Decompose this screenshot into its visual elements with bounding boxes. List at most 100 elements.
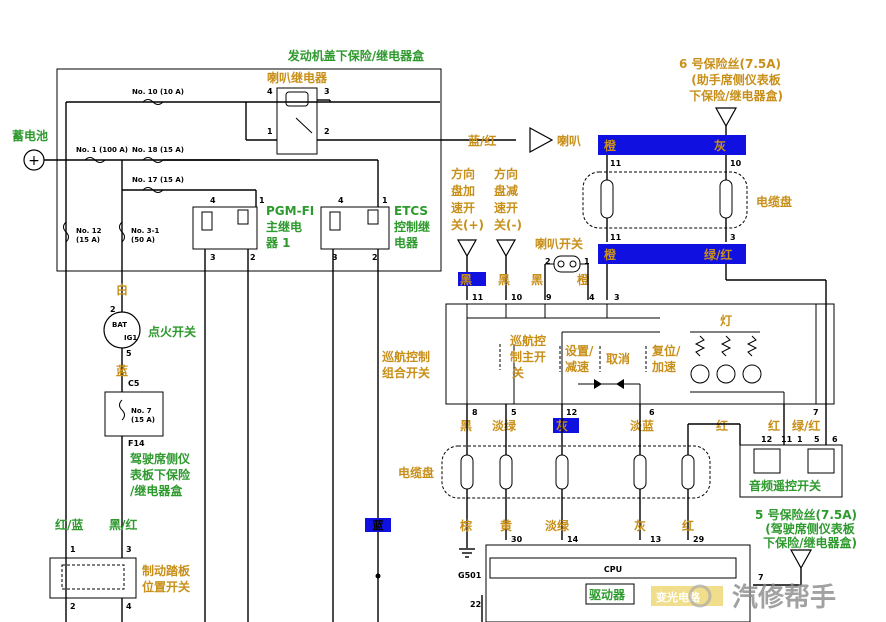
fuse6-label-1: 6 号保险丝(7.5A): [679, 56, 781, 71]
combo-pin7: 7: [813, 408, 819, 417]
cpu-pin30: 30: [511, 535, 523, 544]
wire-green-red-mid: 绿/红: [704, 247, 732, 262]
wire-red-r: 红: [768, 418, 780, 433]
wire-orange-4: 橙: [577, 272, 590, 287]
fuse1-label: No. 1 (100 A): [76, 146, 128, 154]
fuse12-label-a: No. 12: [76, 227, 102, 235]
etcs-pin3: 3: [332, 253, 338, 262]
fuse6-label-3: 下保险/继电器盒): [689, 88, 783, 103]
fuse17-icon: [142, 187, 164, 193]
set-label-1: 设置/: [565, 343, 594, 358]
audio-pin1: 1: [797, 435, 803, 444]
audio-internal-1: [753, 448, 781, 474]
cable-reel-bottom-spring-5: [681, 454, 695, 490]
etcs-pin1: 1: [382, 196, 388, 205]
decel-label-4: 关(-): [494, 217, 522, 232]
driver-box-label-2: 表板下保险: [129, 467, 191, 482]
fuse10-label: No. 10 (10 A): [132, 88, 184, 96]
highlight-mid-bar: [598, 244, 746, 264]
horn-relay-pin4: 4: [267, 87, 273, 96]
fuse7-label-b: (15 A): [131, 416, 155, 424]
driver-box-label-3: /继电器盒: [130, 483, 183, 498]
fuse31-label-a: No. 3-1: [131, 227, 160, 235]
wire-lightgreen-5: 淡绿: [492, 418, 517, 433]
cruise-main-label-1: 巡航控: [510, 333, 546, 348]
cruise-unit-box: [485, 544, 751, 622]
cpu-label: CPU: [604, 565, 622, 574]
brake-label-2: 位置开关: [142, 579, 190, 594]
wire-black-8: 黑: [460, 419, 472, 433]
fuse5-label-2: (驾驶席侧仪表板: [765, 521, 855, 536]
resume-label-1: 复位/: [651, 343, 681, 358]
cable-reel-top-spring-2: [719, 179, 733, 219]
lamp-resistor-3: [746, 335, 758, 357]
ignition-switch-symbol: [103, 311, 141, 349]
combo-pin3: 3: [614, 293, 620, 302]
wire-black-hl: 黑: [460, 273, 472, 287]
wire-gray-b: 灰: [634, 518, 646, 533]
cpu-pin7: 7: [758, 573, 764, 582]
combo-pin11: 11: [472, 293, 484, 302]
wire-red-4: 红: [716, 418, 728, 433]
pgm-pin3: 3: [210, 253, 216, 262]
wire-gray-top: 灰: [714, 138, 726, 153]
cable-reel-top-outline: [582, 171, 748, 229]
wire-lightgreen-b: 淡绿: [545, 518, 570, 533]
wire-black-red: 黑/红: [109, 517, 137, 532]
fuse7-box: [104, 391, 164, 437]
horn-label: 喇叭: [557, 133, 581, 148]
highlight-top-bar: [598, 135, 746, 155]
brake-label-1: 制动踏板: [142, 563, 191, 578]
ignition-bat-label: BAT: [112, 321, 127, 329]
brake-switch-box: [49, 557, 137, 599]
set-label-2: 减速: [565, 359, 589, 374]
accel-label-4: 关(+): [451, 217, 484, 232]
audio-internal-2: [807, 448, 835, 474]
wire-red-b: 红: [682, 518, 694, 533]
combo-pin6: 6: [649, 408, 655, 417]
battery-plus-icon: +: [28, 153, 40, 169]
resume-label-2: 加速: [651, 359, 676, 374]
etcs-label-1: ETCS: [394, 204, 428, 218]
wire-black-10: 黑: [498, 273, 510, 287]
decel-label-1: 方向: [494, 166, 518, 181]
driver-box-label-1: 驾驶席侧仪: [129, 451, 191, 466]
wire-orange-mid: 橙: [604, 247, 617, 262]
fuse18-label: No. 18 (15 A): [132, 146, 184, 154]
pgm-pin1: 1: [259, 196, 265, 205]
fuse12-label-b: (15 A): [76, 236, 100, 244]
etcs-label-2: 控制继: [394, 219, 430, 234]
pgm-pin4: 4: [210, 196, 216, 205]
driver-box: [585, 583, 635, 605]
fuse31-icon: [119, 221, 125, 243]
horn-switch-contact-2: [569, 260, 577, 268]
etcs-pin2: 2: [372, 253, 378, 262]
etcs-label-3: 电器: [394, 235, 419, 250]
cpu-pin22: 22: [470, 600, 481, 609]
fuse7-icon: [119, 399, 125, 421]
lamp-bulb-3: [742, 364, 762, 384]
reel-pin11b: 11: [610, 233, 622, 242]
decel-label-2: 盘减: [494, 183, 518, 198]
cable-reel-bottom-spring-4: [633, 454, 647, 490]
battery-label: 蓄电池: [12, 128, 48, 143]
watermark-main: 汽修帮手: [732, 582, 836, 613]
highlight-black: [458, 272, 486, 286]
cable-reel-bottom-spring-1: [460, 454, 474, 490]
cruise-combo-label-2: 组合开关: [382, 365, 430, 380]
brake-pin4: 4: [126, 602, 132, 611]
watermark-bg: [651, 586, 723, 606]
combo-pin10: 10: [511, 293, 523, 302]
horn-relay-label: 喇叭继电器: [267, 70, 328, 85]
wire-lightblue-6: 淡蓝: [630, 418, 654, 433]
pgm-relay-coil: [201, 211, 213, 231]
fuse10-icon: [142, 99, 164, 105]
lamp-bulb-1: [690, 364, 710, 384]
etcs-relay-contact: [367, 209, 379, 225]
etcs-pin4: 4: [338, 196, 344, 205]
brake-pin2: 2: [70, 602, 76, 611]
cable-reel-bottom-spring-2: [499, 454, 513, 490]
combo-pin8: 8: [472, 408, 478, 417]
fuse18-icon: [142, 157, 164, 163]
